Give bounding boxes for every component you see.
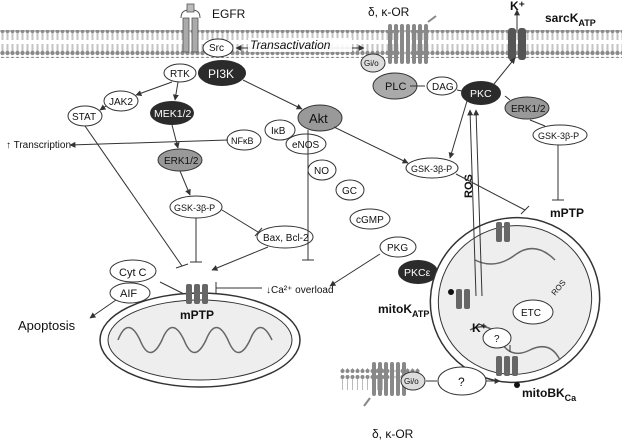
ikb-node[interactable] [264,119,296,141]
mptp-right-label: mPTP [550,206,584,220]
gio-top-label: Gi/o [364,59,379,68]
rtk-node[interactable] [163,63,197,83]
question-inner-node[interactable] [482,327,512,349]
transcription-label: ↑ Transcription [6,140,71,151]
mito-bkca-label: mitoBKCa [522,386,577,403]
pkg-node[interactable] [379,236,417,258]
src-node[interactable] [202,38,234,58]
mek-node[interactable] [150,101,194,125]
aif-node[interactable] [109,282,151,304]
mito-bkca-main: mitoBK [522,386,565,400]
pkce-label: PKCε [404,267,431,279]
sarc-katp-main: sarcK [545,11,579,25]
mptp-left-label: mPTP [180,308,214,322]
cgmp-node[interactable] [349,208,391,230]
ikb-label: IκB [271,126,286,137]
question-bottom-label: ? [458,375,465,389]
gio-top-node[interactable] [360,53,386,73]
k-plus-mito-label: K⁺ [472,321,487,335]
apoptosis-label: Apoptosis [18,318,76,333]
question-inner-label: ? [494,334,500,345]
delta-kappa-or-bottom-label: δ, κ-OR [372,427,414,441]
sarc-katp-channel [508,28,526,60]
egfr-label: EGFR [212,7,246,21]
etc-node[interactable] [512,299,554,325]
gsk-mid-label: GSK-3β-P [411,164,452,174]
gsk-right-top-node[interactable] [532,124,588,146]
mito-bkca-channel [496,356,518,376]
etc-label: ETC [521,308,541,319]
k-plus-label: K⁺ [510,0,525,13]
no-label: NO [314,166,329,177]
pi3k-node[interactable] [198,60,246,86]
delta-kappa-or-top-label: δ, κ-OR [368,5,410,19]
rtk-label: RTK [170,69,190,80]
gio-bottom-label: Gi/o [404,377,419,386]
erk-right-node[interactable] [504,96,550,120]
pi3k-label: PI3K [208,67,234,81]
cytc-node[interactable] [109,259,157,283]
cgmp-label: cGMP [356,215,384,226]
plc-label: PLC [385,81,406,93]
jak2-node[interactable] [103,90,139,112]
jak2-label: JAK2 [109,97,133,108]
mptp-right-pore [496,222,510,242]
left-mitochondrion [99,292,301,388]
ca-overload-label: ↓Ca²⁺ overload [266,285,334,296]
bax-node[interactable] [256,225,314,249]
dag-label: DAG [432,82,454,93]
pkc-label: PKC [470,88,492,100]
mito-bkca-sub: Ca [565,393,577,403]
enos-node[interactable] [285,133,327,155]
erk-left-label: ERK1/2 [164,156,199,167]
nfkb-label: NFκB [231,136,254,146]
pathway-arrows [69,57,564,384]
right-mitochondrion [429,216,601,384]
gsk-right-top-label: GSK-3β-P [538,131,579,141]
enos-label: eNOS [292,140,320,151]
stat-label: STAT [72,112,96,123]
bax-label: Bax, Bcl-2 [263,233,309,244]
gio-bottom-node[interactable] [400,371,426,391]
mek-label: MEK1/2 [154,108,192,120]
src-label: Src [209,43,224,54]
sarc-katp-sub: ATP [578,18,595,28]
mptp-left-pore [186,284,208,304]
aif-label: AIF [120,288,137,300]
gc-label: GC [342,186,357,197]
transactivation-label: Transactivation [250,38,331,52]
pkc-node[interactable] [461,81,501,105]
sarc-katp-label: sarcKATP [545,11,596,28]
mito-katp-sub: ATP [412,309,429,319]
gpcr-top [388,15,437,64]
erk-right-label: ERK1/2 [511,104,546,115]
akt-node[interactable] [297,104,343,132]
egfr-receptor [180,3,201,53]
gsk-mid-node[interactable] [405,157,459,179]
cytc-label: Cyt C [119,267,147,279]
mito-katp-channel [456,289,470,309]
mito-katp-label: mitoKATP [378,302,429,319]
pkg-label: PKG [387,243,408,254]
gc-node[interactable] [335,179,365,201]
mito-katp-main: mitoK [378,302,412,316]
dag-node[interactable] [426,76,458,96]
akt-label: Akt [309,111,328,126]
pkce-node[interactable] [398,260,438,284]
gsk-left-label: GSK-3β-P [174,203,215,213]
